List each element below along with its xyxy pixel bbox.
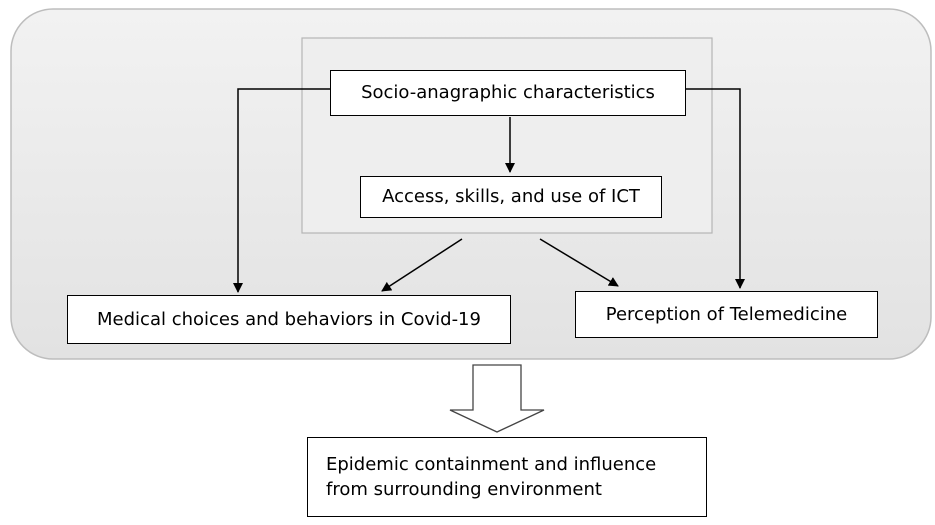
node-access-ict: Access, skills, and use of ICT	[360, 176, 662, 218]
arrow-access-to-telemedicine	[539, 238, 619, 287]
node-epidemic-containment: Epidemic containment and influence from …	[307, 437, 707, 517]
node-medical-choices: Medical choices and behaviors in Covid-1…	[67, 295, 511, 344]
node-epidemic-line2: from surrounding environment	[326, 479, 602, 500]
node-socio-label: Socio-anagraphic characteristics	[361, 82, 655, 104]
arrow-socio-to-telemedicine	[686, 88, 745, 289]
node-medical-label: Medical choices and behaviors in Covid-1…	[97, 308, 481, 330]
arrow-socio-to-medical	[233, 88, 330, 293]
hollow-down-arrow	[449, 364, 545, 433]
node-telemedicine-label: Perception of Telemedicine	[605, 303, 848, 325]
node-epidemic-line1: Epidemic containment and influence	[326, 453, 657, 475]
node-telemedicine: Perception of Telemedicine	[575, 291, 878, 338]
arrow-access-to-medical	[381, 238, 463, 292]
node-socio-anagraphic: Socio-anagraphic characteristics	[330, 70, 686, 116]
node-access-label: Access, skills, and use of ICT	[382, 186, 640, 208]
